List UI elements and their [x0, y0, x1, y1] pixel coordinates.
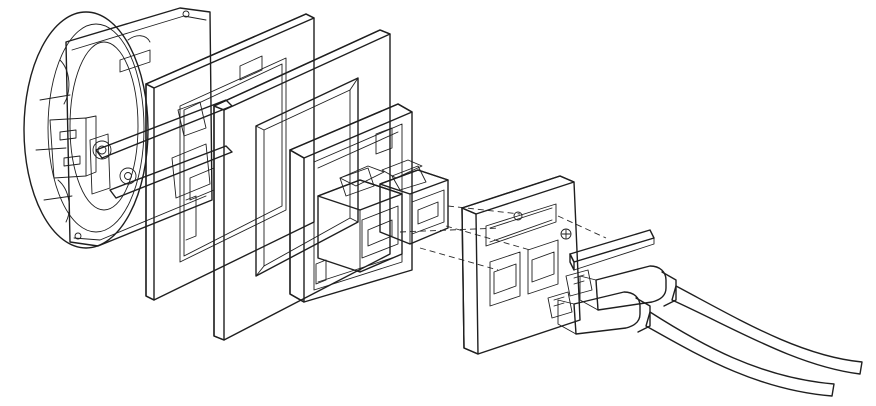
usb-cable-lower — [547, 291, 835, 397]
label-strip — [569, 229, 655, 271]
rear-frame-plate — [145, 13, 315, 301]
keystone-module-right — [379, 165, 449, 245]
usb-cable-upper — [565, 265, 863, 375]
support-frame — [49, 7, 213, 247]
keystone-module-left — [317, 167, 403, 273]
cover-frame — [213, 29, 391, 341]
keystone-holder — [289, 103, 423, 303]
alignment-lines — [399, 205, 607, 271]
front-cover-plate — [461, 175, 581, 355]
